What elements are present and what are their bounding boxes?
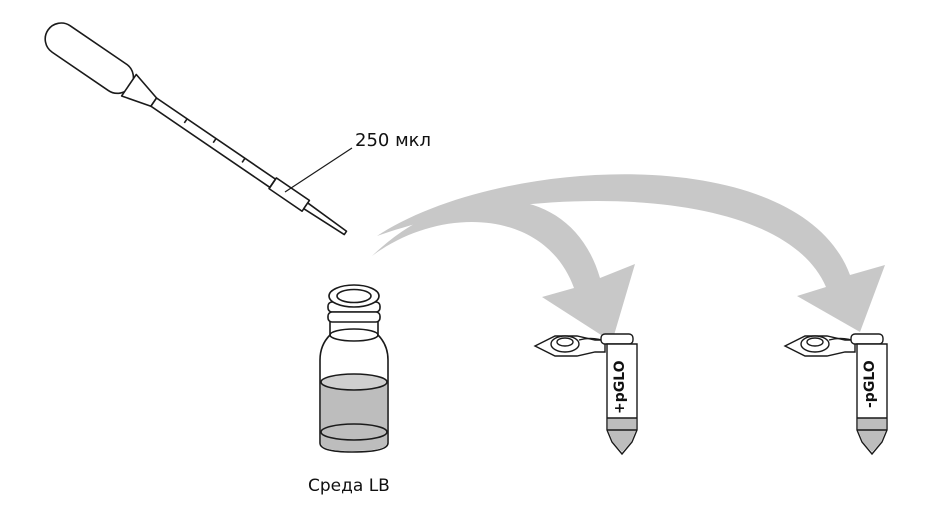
tube-label-plus: +pGLO xyxy=(612,360,628,414)
bottle-icon xyxy=(319,284,389,453)
volume-leader-line xyxy=(284,147,353,193)
microtube-icon xyxy=(783,333,888,456)
tube-label-minus: -pGLO xyxy=(862,360,878,408)
medium-label: Среда LB xyxy=(308,476,390,496)
microtube-icon xyxy=(533,333,638,456)
pipette-icon xyxy=(44,22,348,236)
transfer-arrow-icon xyxy=(372,199,635,342)
volume-label: 250 мкл xyxy=(355,130,431,151)
transfer-arrow-icon xyxy=(377,174,885,332)
